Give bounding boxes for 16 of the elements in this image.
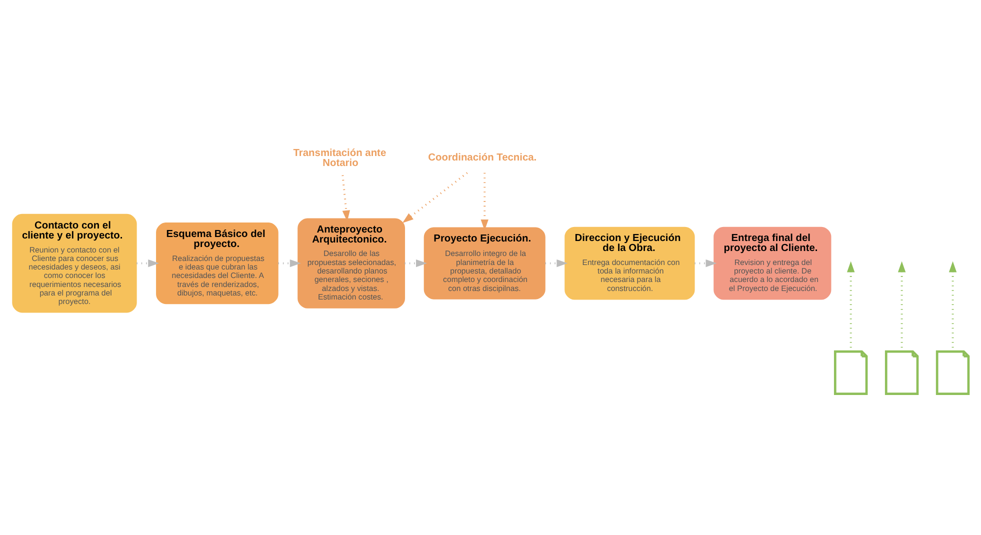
- node-text: Transmitación ante Notario: [293, 147, 386, 168]
- arrow: [480, 172, 488, 230]
- node-box: Direccion y Ejecución de la Obra. Entrega documentación con toda la información necesaria para la construcción.: [564, 226, 695, 300]
- node-box: Contacto con el cliente y el proyecto. Reunion y contacto con el Cliente para conocer sus necesidades y deseos, asi como conocer los requerimientos necesarios para el programa del proyecto.: [12, 213, 137, 312]
- arrow: [342, 174, 350, 221]
- arrow: [278, 258, 301, 267]
- arrow: [694, 258, 717, 267]
- arrow: [545, 258, 568, 267]
- node-box: Proyecto Ejecución. Desarrollo integro de la planimetría de la propuesta, detallado completo y coordinación con otras discipilnas.: [424, 226, 546, 299]
- arrow: [404, 258, 427, 267]
- node-box: Entrega final del proyecto al Cliente. Revision y entrega del proyecto al cliente. De acuerdo a lo acordado en el Proyecto de Ejecución.: [714, 226, 832, 300]
- node-text: Coordinación Tecnica.: [428, 152, 537, 163]
- node-box: Esquema Básico del proyecto. Realización de propuestas e ideas que cubran las necesidades del Cliente. A través de renderizados, dibujos, maquetas, etc.: [156, 222, 278, 304]
- arrow: [136, 258, 160, 267]
- node-box: Anteproyecto Arquitectonico. Desarollo de las propuestas selecionadas, desarollando planos generales, seciones , alzados y vistas. Estimación costes.: [298, 218, 406, 308]
- arrow: [402, 172, 468, 222]
